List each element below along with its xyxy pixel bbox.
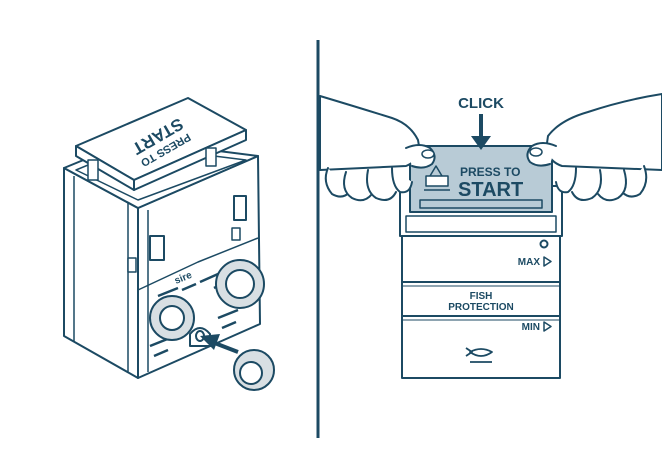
feeder-isometric xyxy=(63,97,275,391)
fish-protection-line1: FISH xyxy=(470,291,493,302)
max-marker-icon xyxy=(543,256,552,267)
min-marker-icon xyxy=(543,321,552,332)
feeder-icon xyxy=(424,165,450,191)
side-clip-left xyxy=(149,235,165,261)
feeder-front xyxy=(399,145,563,379)
min-label: MIN xyxy=(522,322,540,333)
side-clip-right xyxy=(233,195,247,221)
feeder-front-body xyxy=(401,231,561,379)
dial-disc-lower xyxy=(149,295,195,341)
max-label: MAX xyxy=(518,257,541,268)
dial-disc-upper xyxy=(215,259,265,309)
loose-dial-disc xyxy=(233,349,275,391)
vent-slots xyxy=(149,272,239,358)
click-callout: CLICK xyxy=(458,95,504,112)
left-hand xyxy=(319,95,436,202)
fish-protection-line2: PROTECTION xyxy=(448,302,514,313)
feeder-lid xyxy=(75,97,247,191)
button-text-line2: START xyxy=(458,179,523,201)
right-hand xyxy=(526,93,662,202)
insert-arrow xyxy=(200,334,239,354)
click-arrow xyxy=(471,114,491,150)
indicator-dot xyxy=(539,239,549,249)
button-text-line1: PRESS TO xyxy=(460,165,520,179)
fish-logo-icon xyxy=(465,347,493,363)
